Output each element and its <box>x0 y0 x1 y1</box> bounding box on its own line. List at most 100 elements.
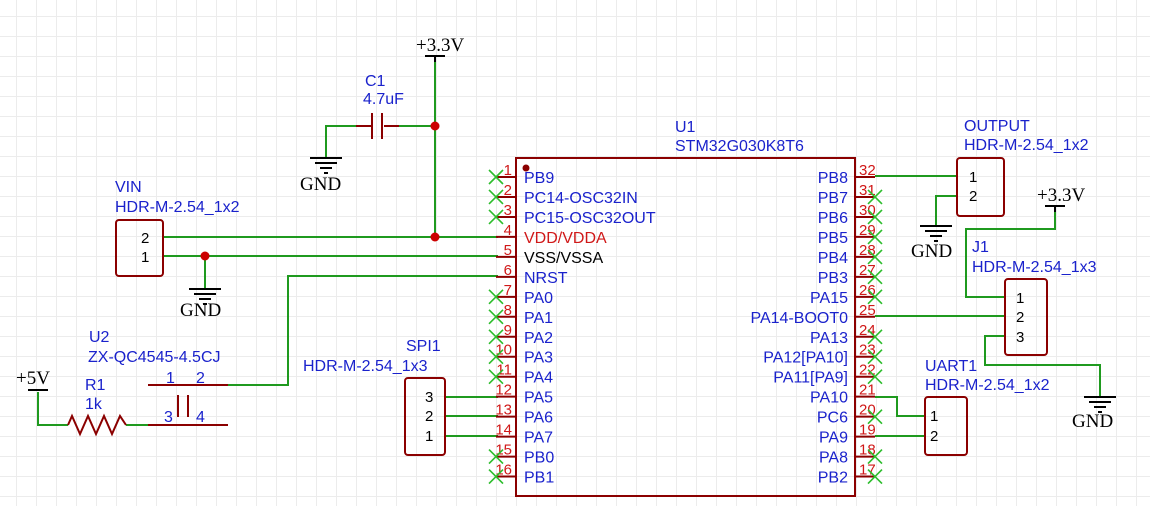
no-connect-mark <box>867 369 883 385</box>
wires <box>37 58 1101 437</box>
pin-number: 11 <box>496 362 512 379</box>
no-connect-mark <box>867 409 883 425</box>
pin-name: NRST <box>524 270 568 287</box>
power-vcc-top: +3.3V <box>416 35 464 62</box>
junction-dot <box>430 232 440 242</box>
spi1-ref: SPI1 <box>406 338 441 355</box>
pin-name: PA13 <box>810 330 848 347</box>
pin-number: 18 <box>859 442 876 459</box>
pin-number: 25 <box>859 302 876 319</box>
spi1-pin-2: 2 <box>425 408 433 425</box>
wire-nrst <box>228 275 498 386</box>
resistor-r1: R1 1k <box>67 377 127 437</box>
no-connect-mark <box>867 468 883 485</box>
header-output: OUTPUT HDR-M-2.54_1x2 1 2 <box>956 118 1089 217</box>
no-connect-mark <box>488 329 504 345</box>
no-connect-mark <box>867 349 883 365</box>
capacitor-c1: C1 4.7uF <box>356 73 404 139</box>
vin-pin-2: 2 <box>141 230 149 247</box>
gnd-cap-label: GND <box>300 174 341 195</box>
gnd-symbol-output: GND <box>911 225 952 262</box>
pin-name: PA7 <box>524 430 553 447</box>
pin-number: 7 <box>504 282 512 299</box>
pin-name: PA1 <box>524 310 553 327</box>
pin-number: 29 <box>859 222 876 239</box>
wire-j1-3v3 <box>965 207 1056 298</box>
vin-value: HDR-M-2.54_1x2 <box>115 199 240 216</box>
header-vin: VIN HDR-M-2.54_1x2 2 1 <box>115 179 240 277</box>
no-connect-mark <box>488 349 504 365</box>
header-j1: J1 HDR-M-2.54_1x3 1 2 3 <box>972 239 1097 356</box>
c1-value: 4.7uF <box>363 91 404 108</box>
pin-number: 27 <box>859 262 876 279</box>
j1-pin-1: 1 <box>1016 290 1024 307</box>
header-uart1: UART1 HDR-M-2.54_1x2 1 2 <box>924 358 1050 456</box>
pin-number: 22 <box>859 362 876 379</box>
pin-name: VSS/VSSA <box>524 250 603 267</box>
pin-number: 4 <box>504 222 512 239</box>
pin-name: PA5 <box>524 390 553 407</box>
r1-ref: R1 <box>85 377 106 394</box>
header-spi1: SPI1 HDR-M-2.54_1x3 3 2 1 <box>303 338 446 456</box>
pin-name: PA11[PA9] <box>773 370 848 387</box>
pin-name: PA4 <box>524 370 553 387</box>
output-pin-2: 2 <box>969 188 977 205</box>
no-connect-mark <box>488 449 504 465</box>
pin-name: PA8 <box>819 450 848 467</box>
no-connect-mark <box>488 468 504 485</box>
pin-name: PA0 <box>524 290 553 307</box>
pin-name: PB6 <box>818 210 848 227</box>
output-ref: OUTPUT <box>964 118 1030 135</box>
pin-number: 3 <box>504 202 512 219</box>
u2-value: ZX-QC4545-4.5CJ <box>88 349 221 366</box>
uart1-pin-2: 2 <box>930 428 938 445</box>
pin-name: PB9 <box>524 170 554 187</box>
junction-dot <box>200 251 210 261</box>
wire-output-gnd <box>935 195 957 225</box>
pin-number: 17 <box>859 462 876 479</box>
spi1-pin-1: 1 <box>425 428 433 445</box>
no-connect-mark <box>488 309 504 325</box>
pin-name: PB1 <box>524 470 554 487</box>
pin-number: 21 <box>859 382 876 399</box>
gnd-symbol-uart: GND <box>1072 396 1116 432</box>
no-connect-mark <box>488 189 504 205</box>
gnd-symbol-cap: GND <box>300 125 356 195</box>
pin-number: 32 <box>859 162 876 179</box>
no-connect-mark <box>488 169 504 185</box>
no-connect-mark <box>867 189 883 205</box>
pin-number: 8 <box>504 302 512 319</box>
wire-j1-gnd <box>984 335 1101 396</box>
u1-value: STM32G030K8T6 <box>675 138 804 155</box>
pin-number: 23 <box>859 342 876 359</box>
pin-number: 2 <box>504 182 512 199</box>
pin-number: 19 <box>859 422 876 439</box>
pin-name: PA12[PA10] <box>763 350 848 367</box>
gnd-output-label: GND <box>911 241 952 262</box>
pin-number: 31 <box>859 182 876 199</box>
junctions <box>200 121 440 261</box>
pin-name: PB7 <box>818 190 848 207</box>
pin-number: 9 <box>504 322 512 339</box>
vin-ref: VIN <box>115 179 142 196</box>
pin1-marker <box>522 164 530 172</box>
pin-number: 15 <box>495 442 512 459</box>
j1-ref: J1 <box>972 239 989 256</box>
no-connect-mark <box>488 289 504 305</box>
pin-number: 13 <box>495 402 512 419</box>
pin-name: VDD/VDDA <box>524 230 607 247</box>
pin-number: 6 <box>504 262 512 279</box>
pin-name: PB5 <box>818 230 848 247</box>
pin-number: 30 <box>859 202 876 219</box>
pin-name: PA14-BOOT0 <box>750 310 848 327</box>
power-vcc-left: +5V <box>16 368 50 391</box>
j1-value: HDR-M-2.54_1x3 <box>972 259 1097 276</box>
spi1-pin-3: 3 <box>425 389 433 406</box>
vin-pin-1: 1 <box>141 249 149 266</box>
pin-name: PB8 <box>818 170 848 187</box>
no-connect-mark <box>867 269 883 285</box>
output-pin-1: 1 <box>969 169 977 186</box>
pin-name: PA2 <box>524 330 553 347</box>
pin-name: PA15 <box>810 290 848 307</box>
